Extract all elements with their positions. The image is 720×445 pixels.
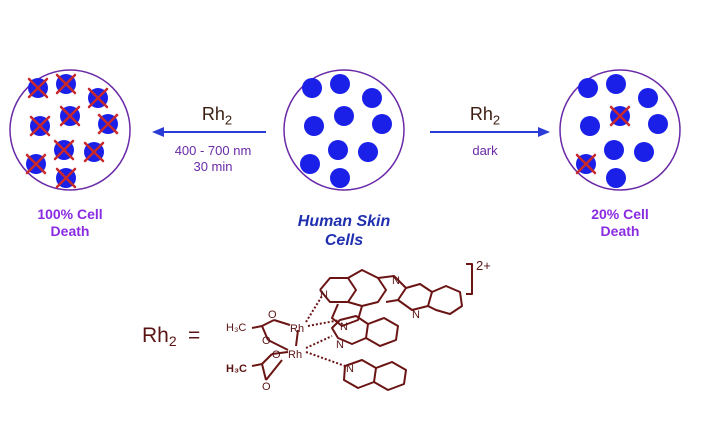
right-cell (606, 74, 626, 94)
left-dead-cell-x-mark (55, 73, 77, 95)
left-dead-cell-x-mark (25, 153, 47, 175)
structure-o-3: O (272, 349, 281, 361)
left-dead-cell-x-mark (53, 139, 75, 161)
structure-methyl-1: H₃C (226, 322, 246, 334)
arrow-dark-condition: dark (472, 143, 498, 158)
right-death-label: 20% Cell Death (591, 206, 649, 239)
center-dish-circle (283, 69, 405, 191)
structure-n-5: N (336, 339, 344, 351)
center-cell (302, 78, 322, 98)
structure-o-2: O (262, 335, 271, 347)
rh2-structure (251, 263, 473, 391)
left-dead-cell-x-mark (83, 141, 105, 163)
structure-o-4: O (262, 381, 271, 393)
right-cell (604, 140, 624, 160)
right-dish-circle (559, 69, 681, 191)
left-dead-cell-x-mark (97, 113, 119, 135)
condition-time: 30 min (193, 159, 233, 174)
right-dead-cell-x-mark (575, 153, 597, 175)
structure-rh-label: Rh2 (142, 324, 177, 349)
center-cells-label: Human Skin Cells (297, 213, 391, 249)
structure-labels: Rh2 = 2+ H₃C H₃C Rh Rh O O O O N N N N N… (142, 258, 491, 393)
arrow-light-reagent: Rh2 (201, 104, 233, 128)
arrow-light (152, 127, 266, 137)
arrow-dark (430, 127, 550, 137)
center-cells (300, 74, 392, 188)
structure-methyl-2: H₃C (226, 363, 247, 375)
right-cell (638, 88, 658, 108)
right-cell (634, 142, 654, 162)
right-cell (578, 78, 598, 98)
condition-wavelength: 400 - 700 nm (174, 143, 252, 158)
left-dead-cell-x-mark (59, 105, 81, 127)
center-cell (362, 88, 382, 108)
structure-charge: 2+ (476, 258, 491, 273)
center-cell (334, 106, 354, 126)
right-cell (606, 168, 626, 188)
center-cell (358, 142, 378, 162)
center-cell (330, 74, 350, 94)
right-cells (575, 74, 668, 188)
right-cell (648, 114, 668, 134)
center-cell (372, 114, 392, 134)
structure-n-4: N (340, 321, 348, 333)
left-dead-cell-x-mark (27, 77, 49, 99)
left-death-label: 100% Cell Death (37, 206, 103, 239)
center-cell (304, 116, 324, 136)
arrow-dark-reagent: Rh2 (469, 104, 501, 128)
structure-equals: = (188, 324, 200, 347)
structure-n-3: N (412, 309, 420, 321)
left-dead-cell-x-mark (87, 87, 109, 109)
structure-n-2: N (392, 275, 400, 287)
left-dead-cell-x-mark (29, 115, 51, 137)
right-dead-cell-x-mark (609, 105, 631, 127)
structure-n-6: N (346, 363, 354, 375)
left-cells (25, 73, 119, 189)
structure-o-1: O (268, 309, 277, 321)
structure-rh-2: Rh (288, 349, 302, 361)
arrow-light-conditions: 400 - 700 nm 30 min (150, 143, 276, 175)
center-cell (328, 140, 348, 160)
left-dish-circle (9, 69, 131, 191)
structure-rh-1: Rh (290, 323, 304, 335)
center-cell (330, 168, 350, 188)
center-cell (300, 154, 320, 174)
left-dead-cell-x-mark (55, 167, 77, 189)
structure-n-1: N (320, 289, 328, 301)
right-cell (580, 116, 600, 136)
